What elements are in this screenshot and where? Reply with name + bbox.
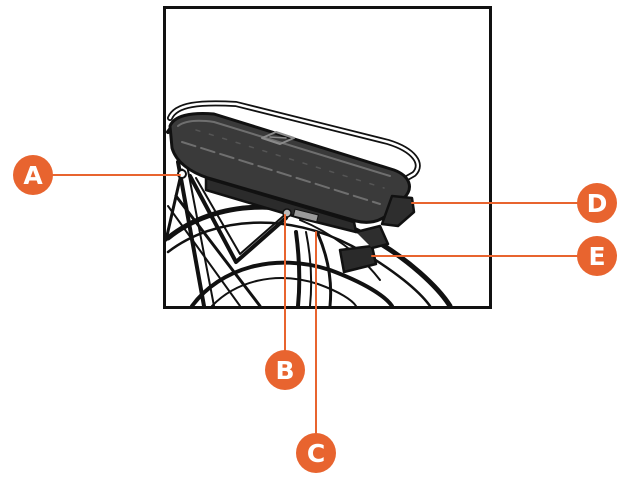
callout-e-circle [577,236,617,276]
callout-c: C [296,433,336,473]
callout-e: E [577,236,617,276]
callout-a-label: A [23,161,43,190]
callout-b-circle [265,350,305,390]
callout-d-circle [577,183,617,223]
callout-c-label: C [307,439,325,468]
rack-frame [166,159,333,306]
callout-c-circle [296,433,336,473]
battery [168,112,416,274]
callout-a-circle [13,155,53,195]
callout-lines [51,174,579,435]
callout-d: D [577,183,617,223]
callout-b-label: B [275,356,294,385]
callout-e-label: E [588,242,605,271]
callout-a: A [13,155,53,195]
callout-d-label: D [587,189,608,218]
illustration [163,6,492,309]
callout-b: B [265,350,305,390]
